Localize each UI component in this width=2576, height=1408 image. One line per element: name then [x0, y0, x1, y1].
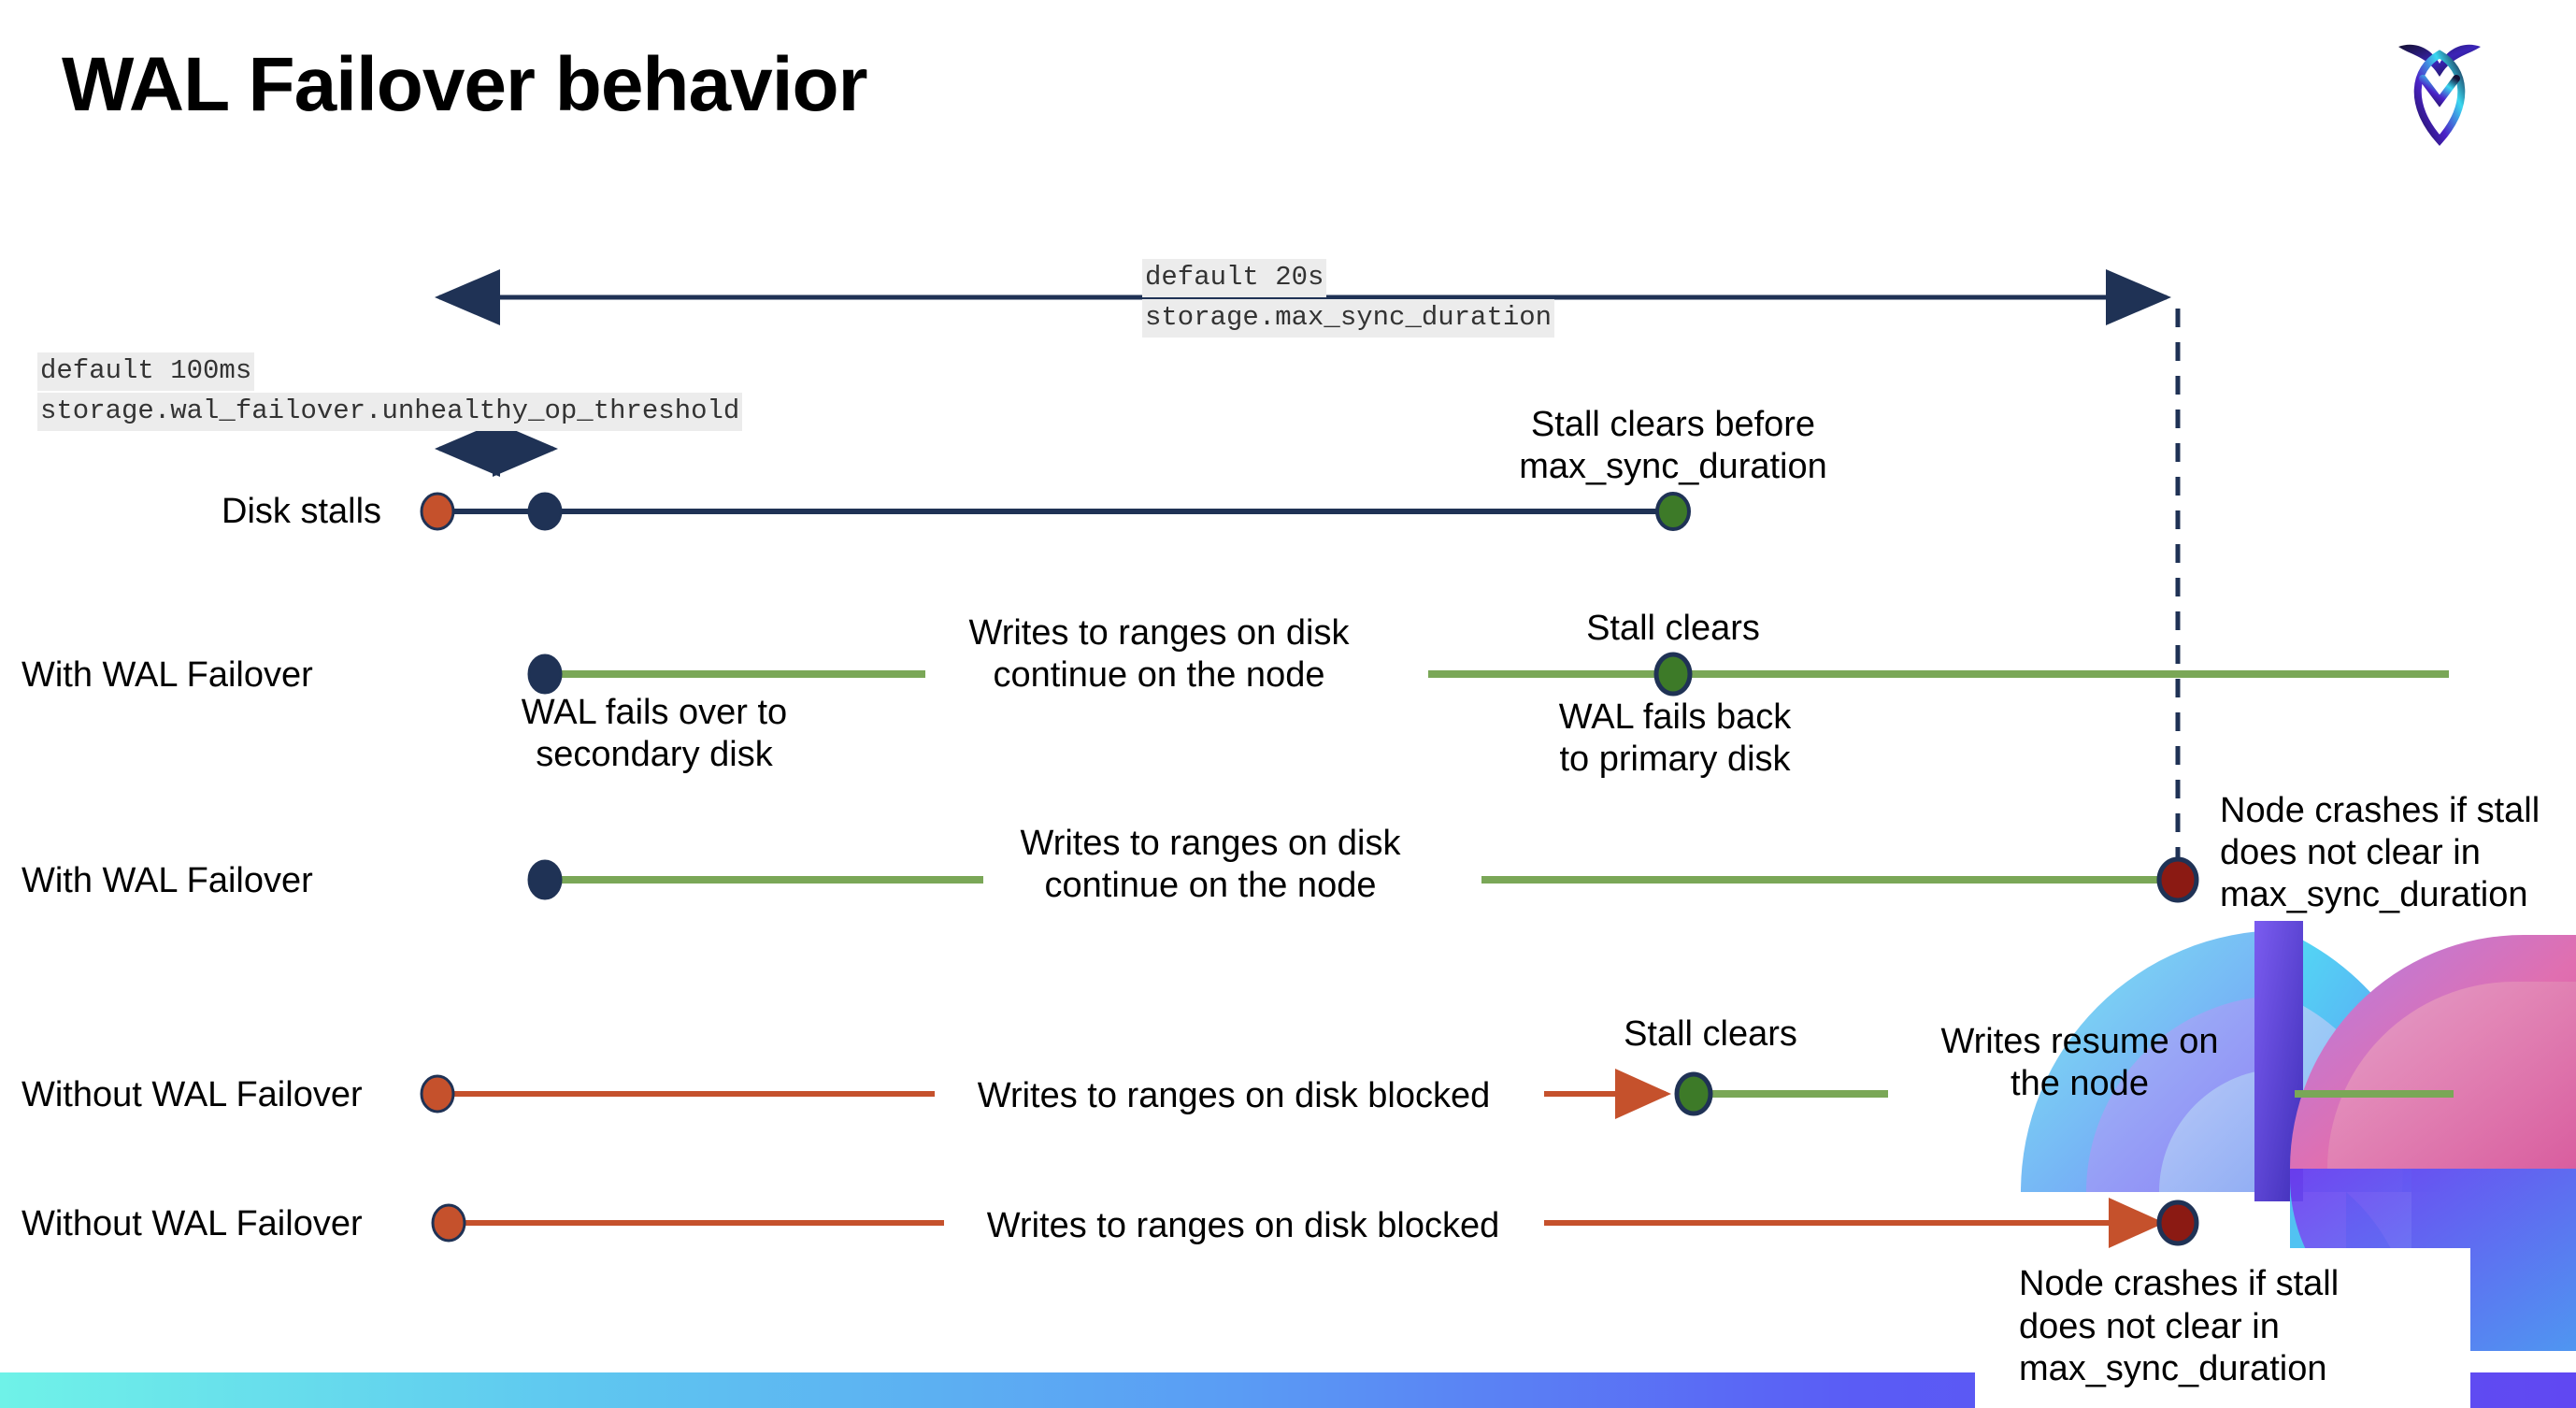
wal-failover-marker [527, 492, 563, 531]
row-label-with-wal-failover-2: With WAL Failover [21, 861, 313, 900]
stall-clears-marker [1674, 1071, 1713, 1116]
max-sync-default-chip: default 20s [1142, 259, 1327, 297]
wal-failover-marker [527, 654, 563, 695]
row-label-without-wal-failover-1: Without WAL Failover [21, 1075, 363, 1114]
annotation-node-crashes-2: Node crashes if stall does not clear in … [2019, 1264, 2340, 1389]
unhealthy-threshold-default-chip: default 100ms [37, 352, 255, 391]
annotation-writes-blocked-1: Writes to ranges on disk blocked [977, 1076, 1491, 1115]
callout-panel [1975, 1248, 2470, 1408]
annotation-wal-fails-over: WAL fails over to secondary disk [521, 693, 788, 774]
stall-clears-marker [1655, 492, 1691, 531]
page-title: WAL Failover behavior [62, 42, 868, 127]
disk-stall-start-marker [420, 492, 455, 531]
annotation-writes-blocked-2: Writes to ranges on disk blocked [986, 1206, 1500, 1245]
annotation-writes-continue-2: Writes to ranges on disk continue on the… [1020, 824, 1401, 905]
max-sync-setting-chip: storage.max_sync_duration [1142, 299, 1555, 338]
disk-stall-start-marker [420, 1074, 455, 1113]
row-label-with-wal-failover-1: With WAL Failover [21, 655, 313, 695]
node-crash-marker [2156, 1200, 2199, 1246]
annotation-wal-fails-back: WAL fails back to primary disk [1558, 697, 1792, 779]
row-label-disk-stalls: Disk stalls [222, 492, 382, 531]
row-label-without-wal-failover-2: Without WAL Failover [21, 1204, 363, 1243]
annotation-stall-clears-before-max-sync: Stall clears before max_sync_duration [1519, 405, 1827, 486]
annotation-writes-continue-1: Writes to ranges on disk continue on the… [968, 613, 1350, 695]
annotation-stall-clears-2: Stall clears [1624, 1014, 1797, 1054]
annotation-node-crashes-1: Node crashes if stall does not clear in … [2220, 791, 2540, 914]
node-crash-marker [2156, 856, 2199, 903]
stall-clears-marker [1653, 652, 1693, 697]
wal-failover-marker [527, 859, 563, 900]
annotation-stall-clears-1: Stall clears [1586, 609, 1760, 648]
cockroachdb-logo-icon [2385, 26, 2494, 148]
unhealthy-threshold-setting-chip: storage.wal_failover.unhealthy_op_thresh… [37, 393, 743, 431]
disk-stall-start-marker [431, 1203, 466, 1243]
annotation-writes-resume: Writes resume on the node [1940, 1022, 2219, 1103]
